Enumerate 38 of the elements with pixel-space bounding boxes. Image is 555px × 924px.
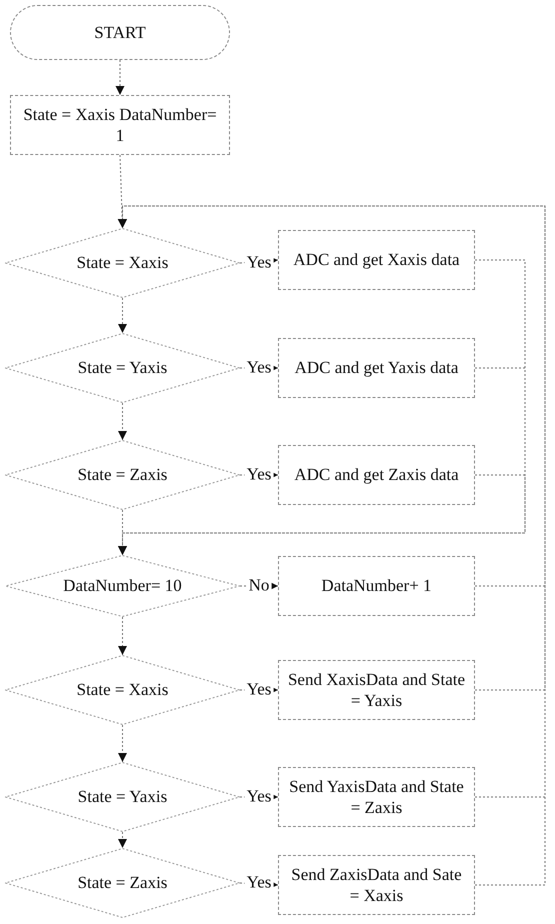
process-label: ADC and get Xaxis data <box>292 249 461 271</box>
decision-diamond <box>5 762 240 832</box>
arrow <box>118 616 127 656</box>
decision-label: State = Zaxis <box>76 872 168 894</box>
arrow <box>118 724 127 762</box>
process-box <box>278 556 475 616</box>
decision-diamond <box>5 555 240 617</box>
process-label: Send YaxisData and State = Zaxis <box>288 776 465 818</box>
process-box <box>278 338 475 398</box>
decision-label: State = Yaxis <box>76 786 168 808</box>
process-label: ADC and get Yaxis data <box>294 357 460 379</box>
decision-label: State = Xaxis <box>76 252 170 274</box>
process-label: State = Xaxis DataNumber= 1 <box>22 104 218 146</box>
process-label: DataNumber+ 1 <box>320 575 433 597</box>
arrow <box>118 474 526 556</box>
decision-label: State = Xaxis <box>76 679 170 701</box>
decision-diamond <box>5 440 240 510</box>
decision-label: State = Yaxis <box>76 357 168 379</box>
decision-diamond <box>5 848 240 918</box>
arrow <box>118 402 127 440</box>
decision-label: State = Zaxis <box>76 464 168 486</box>
process-label: Send XaxisData and State = Yaxis <box>286 668 466 712</box>
process-box <box>278 445 475 505</box>
arrow <box>118 832 127 848</box>
decision-diamond <box>5 655 240 725</box>
arrow <box>118 298 127 334</box>
decision-label: DataNumber= 10 <box>62 575 183 597</box>
process-box <box>278 767 475 827</box>
process-label: Send ZaxisData and Sate = Xaxis <box>290 864 463 906</box>
decision-diamond <box>5 228 240 298</box>
terminal-label: START <box>93 22 147 44</box>
process-box <box>278 230 475 290</box>
decision-diamond <box>5 333 240 403</box>
arrow <box>116 60 124 96</box>
process-box <box>10 95 230 155</box>
process-box <box>278 855 475 915</box>
process-label: ADC and get Zaxis data <box>293 464 460 486</box>
process-box <box>278 660 475 720</box>
